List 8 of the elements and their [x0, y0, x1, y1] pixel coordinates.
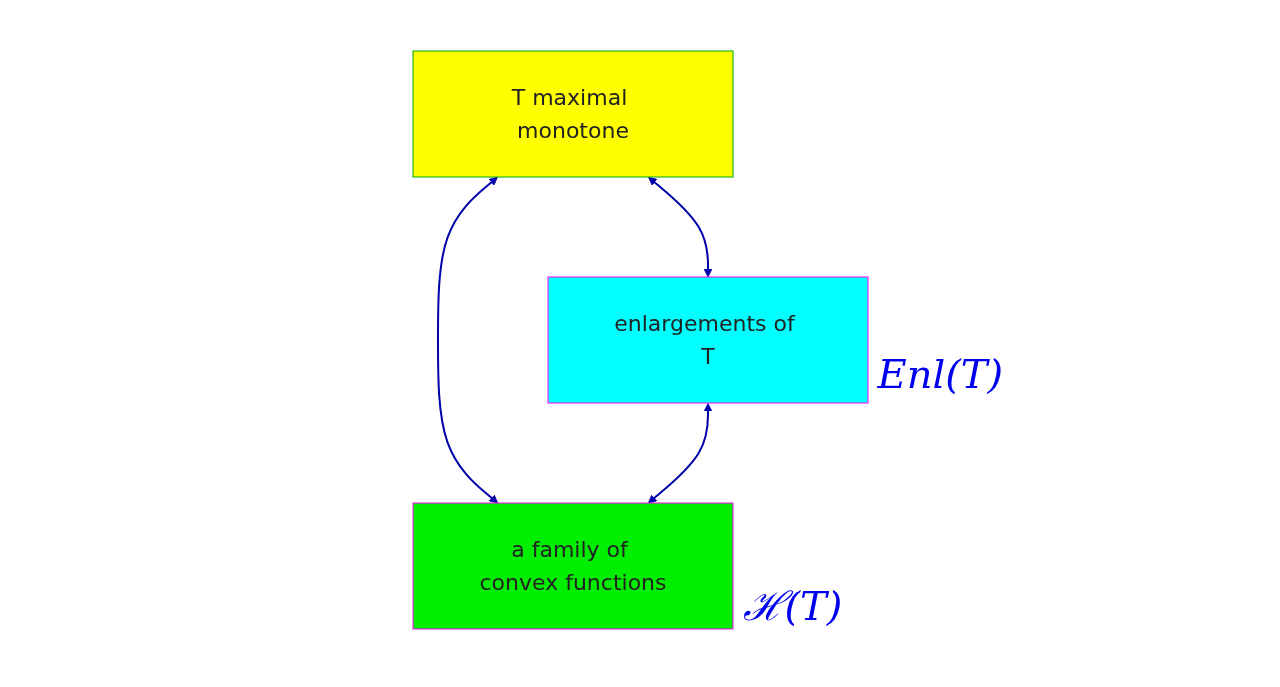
node-box: a family of convex functions [412, 502, 733, 630]
node-box: enlargements of T [547, 276, 868, 404]
arrow [647, 176, 712, 278]
node-box: T maximal monotone [412, 50, 733, 178]
node-caption: Enl(T) [877, 351, 1004, 397]
node-caption: ℋ(T) [742, 582, 843, 631]
arrow [436, 176, 498, 504]
arrow [647, 403, 712, 504]
